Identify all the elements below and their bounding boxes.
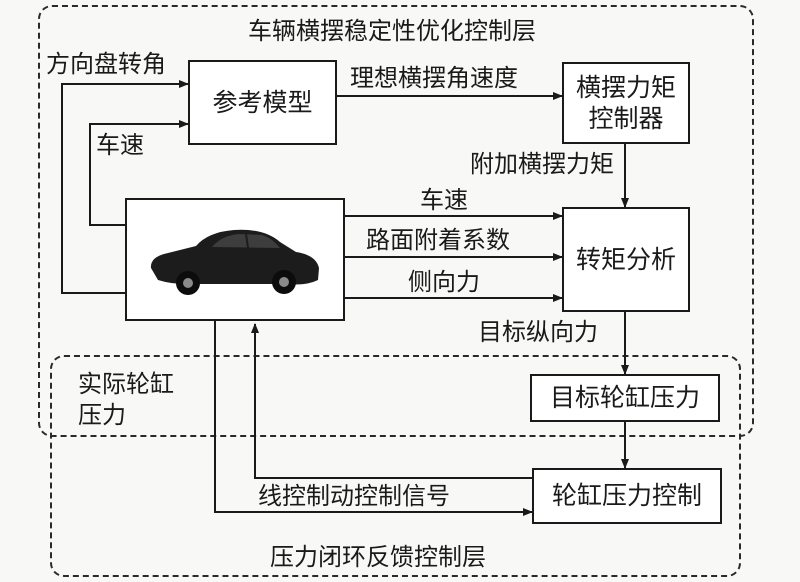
speed-to-torque-label: 车速 [420,186,468,214]
speed-feedback-wire [89,120,189,226]
target-cylinder-pressure-block: 目标轮缸压力 [530,374,720,422]
additional-yaw-moment-label: 附加横摆力矩 [470,150,614,178]
road-adhesion-label: 路面附着系数 [366,226,510,254]
target-cylinder-pressure-label: 目标轮缸压力 [549,383,700,413]
wire-control-signal-label: 线控制动控制信号 [258,482,450,510]
reference-model-label: 参考模型 [212,87,313,117]
ideal-yaw-rate-label: 理想横摆角速度 [350,64,518,92]
steering-angle-wire [61,80,189,294]
wire-control-signal-wire [214,321,533,516]
pressure-layer-title: 压力闭环反馈控制层 [270,543,486,571]
actual-pressure-feedback-wire [251,323,532,479]
steering-angle-label: 方向盘转角 [46,50,166,78]
torque-distribution-label: 转矩分析 [575,244,676,274]
pressure-feedback-layer-boundary [50,355,741,577]
target-longitudinal-force-label: 目标纵向力 [478,318,598,346]
yaw-moment-controller-label-line2: 控制器 [588,104,664,133]
torque-distribution-block: 转矩分析 [562,207,690,312]
cylinder-pressure-control-block: 轮缸压力控制 [532,468,722,524]
yaw-stability-layer-boundary [38,5,754,437]
yaw-layer-title: 车辆横摆稳定性优化控制层 [248,17,536,45]
speed-to-model-label: 车速 [96,131,144,159]
lateral-force-label: 侧向力 [408,268,480,296]
yaw-moment-controller-block: 横摆力矩 控制器 [562,62,690,144]
car-icon [150,229,319,295]
reference-model-block: 参考模型 [188,60,337,145]
actual-pressure-label-line2: 压力 [78,401,126,429]
vehicle-block [125,198,345,321]
yaw-moment-controller-label-line1: 横摆力矩 [575,72,676,102]
actual-pressure-label-line1: 实际轮缸 [78,370,174,398]
cylinder-pressure-control-label: 轮缸压力控制 [551,481,702,511]
